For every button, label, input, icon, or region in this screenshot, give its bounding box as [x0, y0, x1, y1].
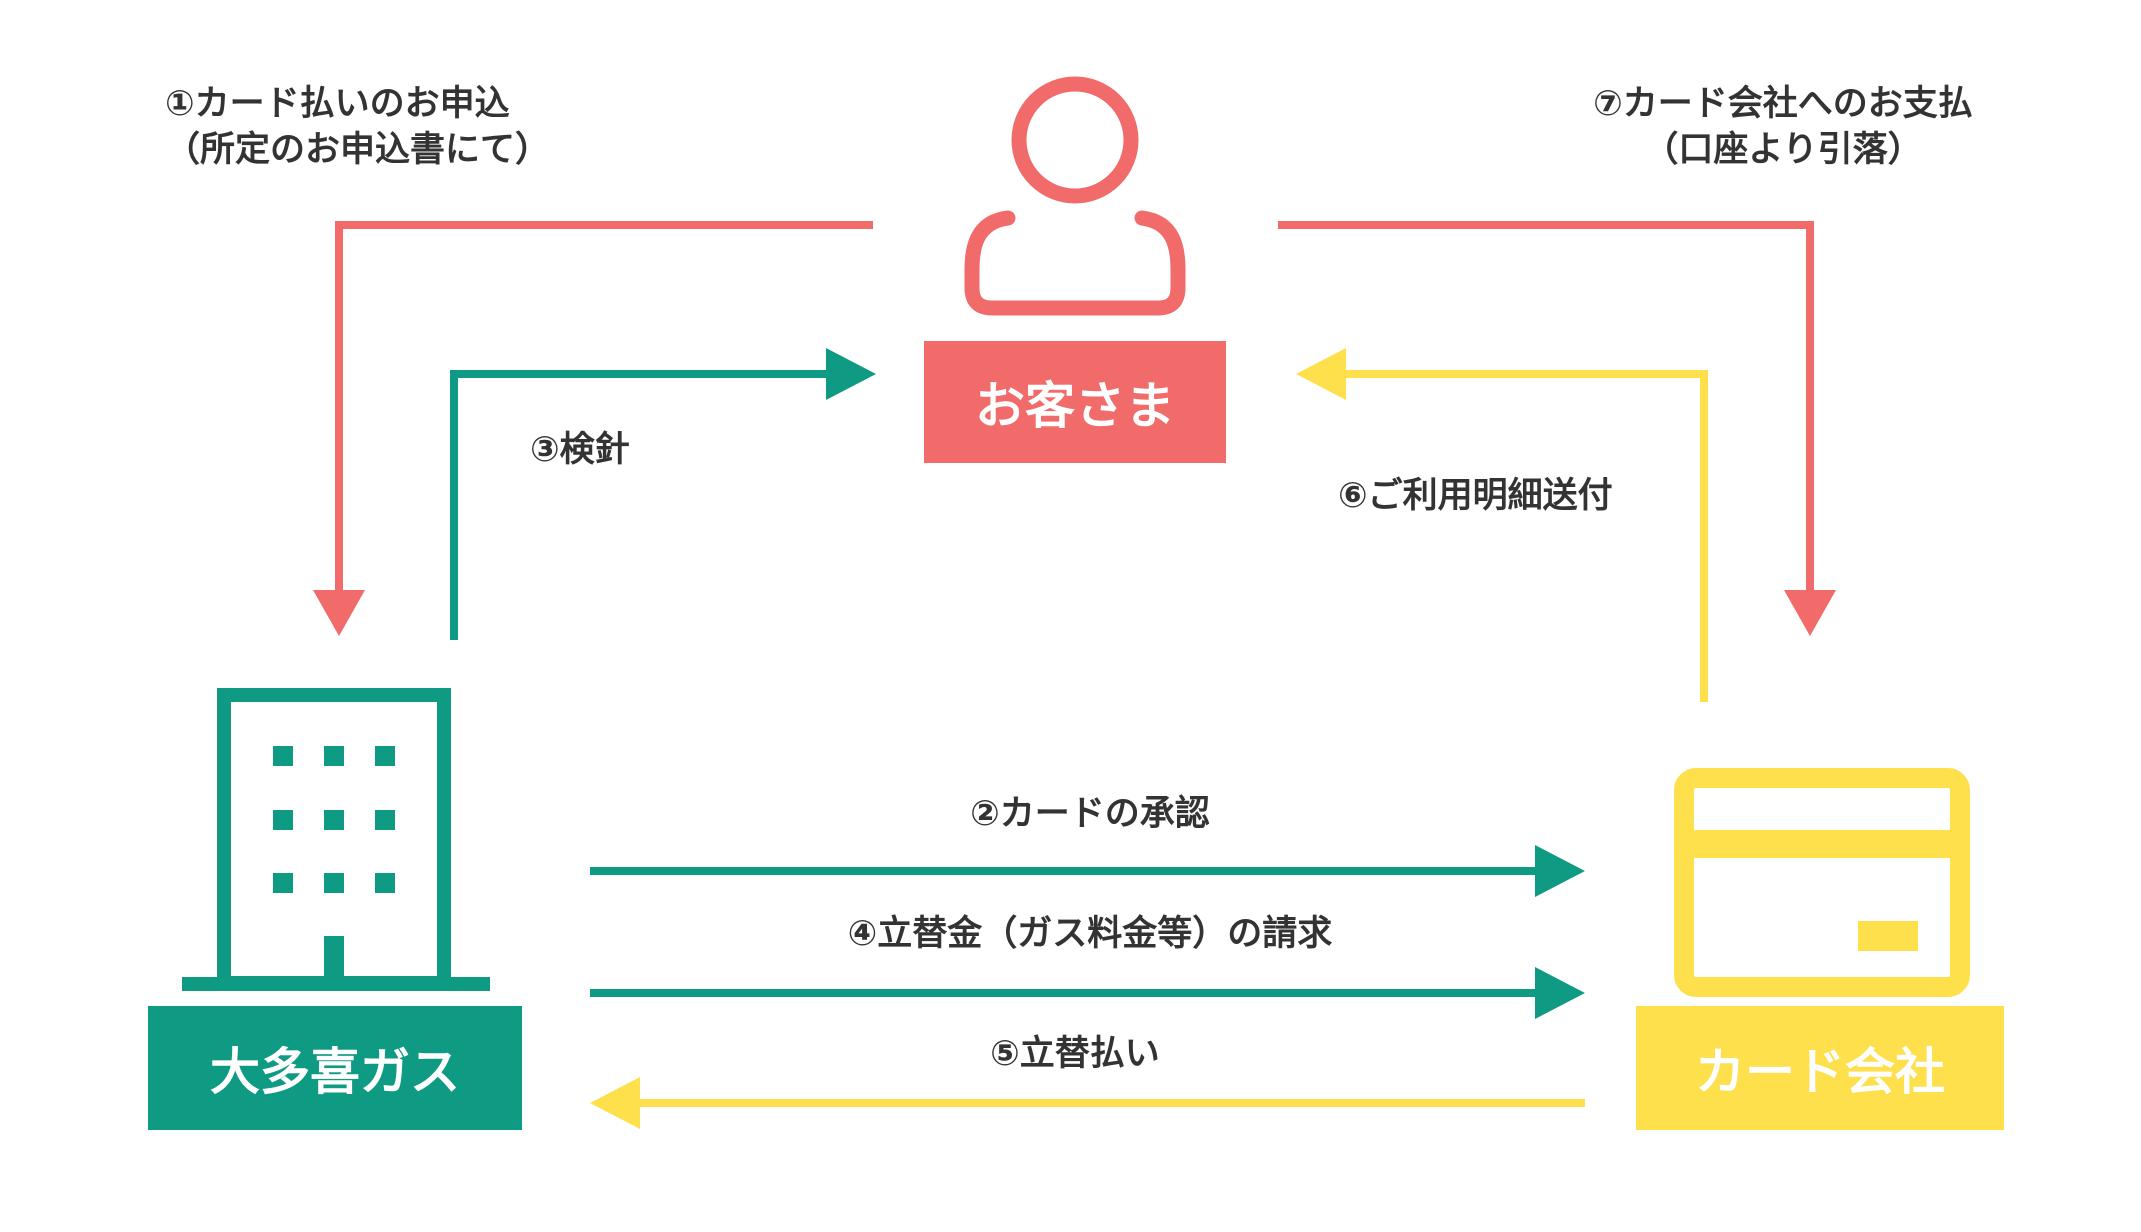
credit-card-icon [1674, 768, 1970, 997]
arrow-advance-payment [590, 1077, 1585, 1129]
arrow-card-payment [1278, 221, 1836, 636]
card-company-node: カード会社 [1636, 1006, 2004, 1130]
step6-label: ⑥ご利用明細送付 [1338, 476, 1613, 516]
arrow-application [313, 221, 873, 636]
customer-node: お客さま [924, 341, 1226, 463]
building-icon [182, 688, 490, 991]
step2-label: ②カードの承認 [970, 794, 1210, 834]
step7-label: ⑦カード会社へのお支払 （口座より引落） [1548, 82, 2018, 172]
step7-line2: （口座より引落） [1643, 130, 1923, 170]
step1-label: ①カード払いのお申込 （所定のお申込書にて） [165, 82, 605, 172]
step1-line1: ①カード払いのお申込 [165, 84, 510, 124]
person-icon [964, 76, 1186, 316]
step5-label: ⑤立替払い [990, 1034, 1160, 1074]
gas-company-node: 大多喜ガス [148, 1006, 522, 1130]
step1-line2: （所定のお申込書にて） [165, 130, 551, 170]
step4-label: ④立替金（ガス料金等）の請求 [847, 914, 1333, 954]
step3-label: ③検針 [530, 430, 630, 470]
step7-line1: ⑦カード会社へのお支払 [1593, 84, 1973, 124]
arrow-card-approval [590, 845, 1585, 897]
arrow-meter-reading [450, 348, 876, 640]
arrow-billing [590, 967, 1585, 1019]
arrow-statement [1296, 348, 1708, 702]
